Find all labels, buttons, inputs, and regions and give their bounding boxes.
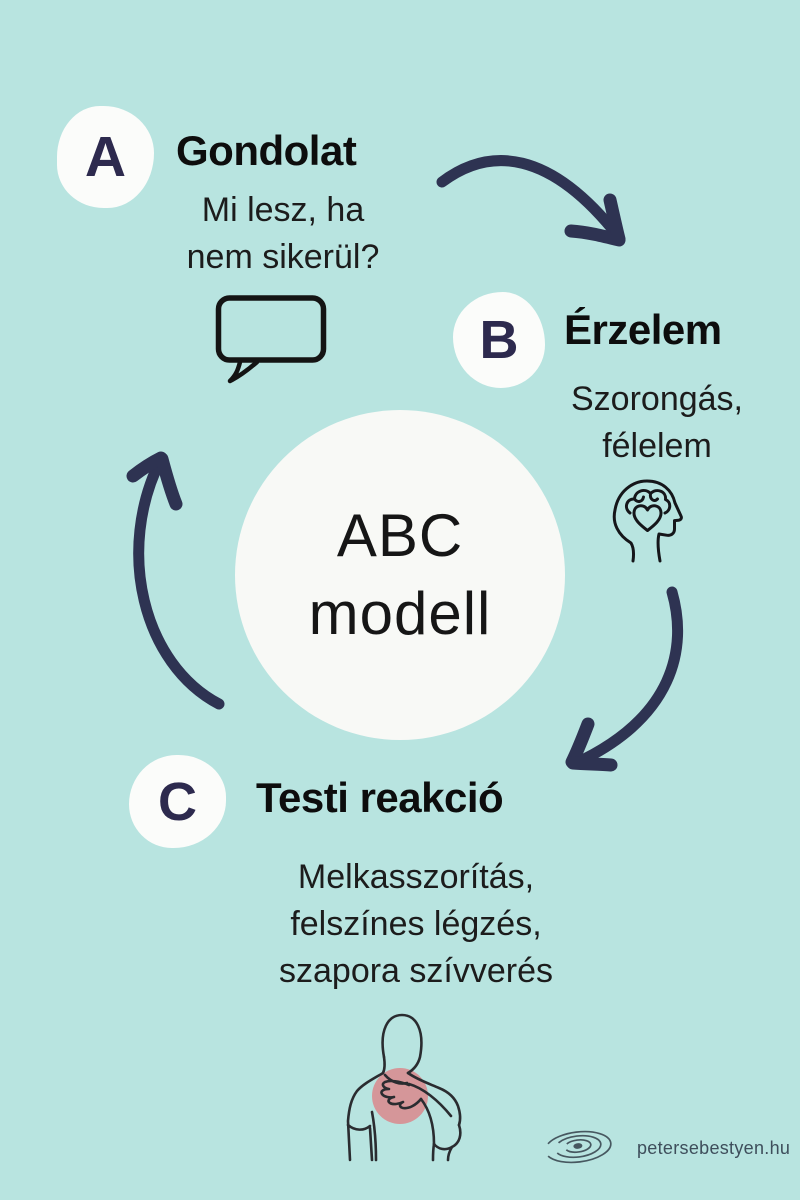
step-c-desc-line1: Melkasszorítás,: [297, 858, 535, 896]
step-a-description: Mi lesz, ha nem sikerül?: [130, 187, 436, 281]
step-c-title: Testi reakció: [256, 774, 504, 821]
center-circle: ABC modell: [235, 410, 565, 740]
step-c-badge: C: [129, 755, 226, 848]
step-b-description: Szorongás, félelem: [530, 376, 784, 470]
step-c-desc-line2: felszínes légzés,: [290, 905, 542, 943]
website-watermark: petersebestyen.hu: [637, 1138, 791, 1158]
step-a-desc-line1: Mi lesz, ha: [201, 191, 365, 229]
step-a-badge: A: [57, 106, 154, 208]
step-c-description: Melkasszorítás, felszínes légzés, szapor…: [256, 854, 576, 995]
hand-on-chest-icon: [346, 1013, 462, 1162]
pink-chest-highlight: [372, 1068, 428, 1124]
step-c-desc-line3: szapora szívverés: [279, 952, 553, 990]
step-b-desc-line2: félelem: [602, 427, 712, 465]
step-a-letter: A: [84, 125, 127, 189]
water-ripple-logo: [544, 1130, 612, 1164]
arrow-b-to-c-icon: [565, 586, 683, 772]
head-brain-heart-icon: [612, 479, 683, 563]
arrow-a-to-b-icon: [436, 155, 626, 247]
step-c-letter: C: [158, 771, 197, 832]
center-title-line1: ABC: [336, 502, 464, 569]
step-a-desc-line2: nem sikerül?: [186, 238, 380, 276]
arrow-c-to-a-icon: [126, 451, 225, 710]
center-title-line2: modell: [308, 580, 492, 647]
speech-bubble-icon: [215, 295, 327, 384]
step-b-letter: B: [479, 310, 519, 370]
step-b-desc-line1: Szorongás,: [571, 380, 743, 418]
step-a-title: Gondolat: [176, 127, 357, 174]
step-b-badge: B: [453, 292, 545, 388]
step-b-title: Érzelem: [564, 306, 722, 353]
